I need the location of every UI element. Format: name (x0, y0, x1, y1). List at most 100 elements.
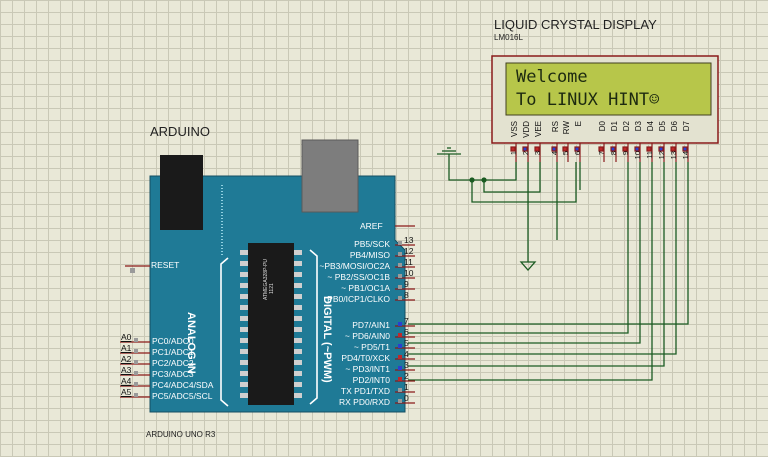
digital-pin-label: RX PD0/RXD (338, 397, 390, 407)
analog-pin-marker (134, 349, 138, 353)
digital-pin-marker (398, 388, 402, 392)
analog-bracket (220, 257, 229, 407)
analog-pin-marker (134, 338, 138, 342)
digital-pin-label: PD7/AIN1 (352, 320, 390, 330)
lcd-pin-number: 13 (669, 151, 678, 160)
lcd-pin-name: D7 (682, 121, 691, 132)
digital-pin-label: ~ PB2/SS/OC1B (327, 272, 390, 282)
digital-pin-label: ~ PD3/INT1 (345, 364, 390, 374)
digital-pin-number: 2 (404, 371, 409, 381)
analog-pin-name: A5 (121, 387, 132, 397)
chip-pin (240, 338, 248, 343)
lcd-pin-number: 5 (561, 151, 570, 156)
chip-pins (240, 250, 302, 398)
analog-pin-name: A3 (121, 365, 132, 375)
digital-pin-number: 13 (404, 235, 414, 245)
digital-pin-marker (398, 274, 402, 278)
lcd-pin-name: D6 (670, 121, 679, 132)
digital-pin-marker (398, 399, 402, 403)
lcd-screen (505, 62, 712, 116)
reset-pin (130, 268, 135, 273)
power-jack (160, 155, 203, 230)
lcd-line-2: To LINUX HINT☺ (516, 90, 660, 110)
analog-pin-name: A2 (121, 354, 132, 364)
chip-pin (294, 382, 302, 387)
lcd-pin-number: 4 (550, 151, 559, 156)
atmega-chip (248, 243, 294, 405)
reset-label: RESET (151, 260, 180, 270)
lcd-pin-marker (574, 146, 580, 152)
wire-junctions (469, 177, 487, 183)
digital-pin-marker (398, 263, 402, 267)
lcd-pin-name: D5 (658, 121, 667, 132)
lcd-pin-marker (634, 146, 640, 152)
digital-pin-label: TX PD1/TXD (340, 386, 390, 396)
analog-pin-label: PC4/ADC4/SDA (152, 380, 214, 390)
lcd-pin-marker (510, 146, 516, 152)
lcd-pin-name: VDD (522, 121, 531, 138)
lcd-pin-number: 11 (645, 151, 654, 159)
digital-pin-marker (398, 366, 402, 370)
lcd-title: LIQUID CRYSTAL DISPLAY (494, 17, 657, 32)
chip-pin (294, 316, 302, 321)
digital-pin-leads (395, 241, 415, 404)
chip-pin (240, 360, 248, 365)
chip-pin (294, 393, 302, 398)
digital-pin-number: 1 (404, 382, 409, 392)
lcd-pin-number: 14 (681, 151, 690, 160)
chip-pin (240, 283, 248, 288)
chip-pin (240, 349, 248, 354)
digital-pin-number: 11 (404, 257, 413, 267)
lcd-pin-name: D3 (634, 121, 643, 132)
lcd-pin-leads (510, 143, 689, 162)
digital-pin-number: 7 (404, 316, 409, 326)
analog-pin-label: PC5/ADC5/SCL (152, 391, 213, 401)
lcd-model: LM016L (494, 33, 523, 42)
lcd-pin-number: 9 (621, 151, 630, 156)
arduino-model: ARDUINO UNO R3 (146, 430, 216, 439)
analog-pin-marker (134, 360, 138, 364)
lcd-pin-name: D1 (610, 121, 619, 132)
chip-pin (294, 327, 302, 332)
digital-pin-marker (398, 285, 402, 289)
digital-pin-number: 4 (404, 349, 409, 359)
analog-pin-label: PC3/ADC3 (152, 369, 194, 379)
lcd-pin-number: 6 (573, 151, 582, 156)
chip-pin (240, 393, 248, 398)
ground-symbol (437, 147, 461, 166)
lcd-pin-number: 8 (609, 151, 618, 156)
digital-pin-marker (398, 322, 402, 326)
digital-pin-label: ~PB3/MOSI/OC2A (319, 261, 390, 271)
digital-pin-label: PD2/INT0 (352, 375, 390, 385)
digital-pin-number: 5 (404, 338, 409, 348)
analog-pin-label: PC2/ADC2 (152, 358, 194, 368)
digital-pin-marker (398, 355, 402, 359)
lcd-pin-name: RS (551, 121, 560, 133)
analog-pin-label: PC1/ADC1 (152, 347, 194, 357)
lcd-pin-marker (622, 146, 628, 152)
chip-pin (294, 250, 302, 255)
analog-pin-leads (120, 338, 150, 398)
chip-pin (240, 294, 248, 299)
arduino-title: ARDUINO (150, 124, 210, 139)
digital-pin-marker (398, 241, 402, 245)
digital-pin-label: ~ PD5/T1 (353, 342, 390, 352)
lcd-pin-marker (610, 146, 616, 152)
digital-bracket (309, 249, 318, 405)
lcd-pin-name: RW (562, 121, 571, 135)
analog-pin-name: A1 (121, 343, 132, 353)
chip-pin (294, 283, 302, 288)
lcd-pin-name: D2 (622, 121, 631, 132)
chip-pin (240, 261, 248, 266)
analog-pin-label: PC0/ADC0 (152, 336, 194, 346)
analog-pin-name: A4 (121, 376, 132, 386)
chip-pin (240, 327, 248, 332)
lcd-pin-number: 2 (521, 151, 530, 156)
chip-pin (294, 338, 302, 343)
lcd-pin-marker (682, 146, 688, 152)
digital-pin-number: 12 (404, 246, 414, 256)
analog-pin-marker (134, 382, 138, 386)
lcd-pin-number: 12 (657, 151, 666, 160)
digital-pin-label: ~ PD6/AIN0 (344, 331, 390, 341)
chip-pin (240, 250, 248, 255)
